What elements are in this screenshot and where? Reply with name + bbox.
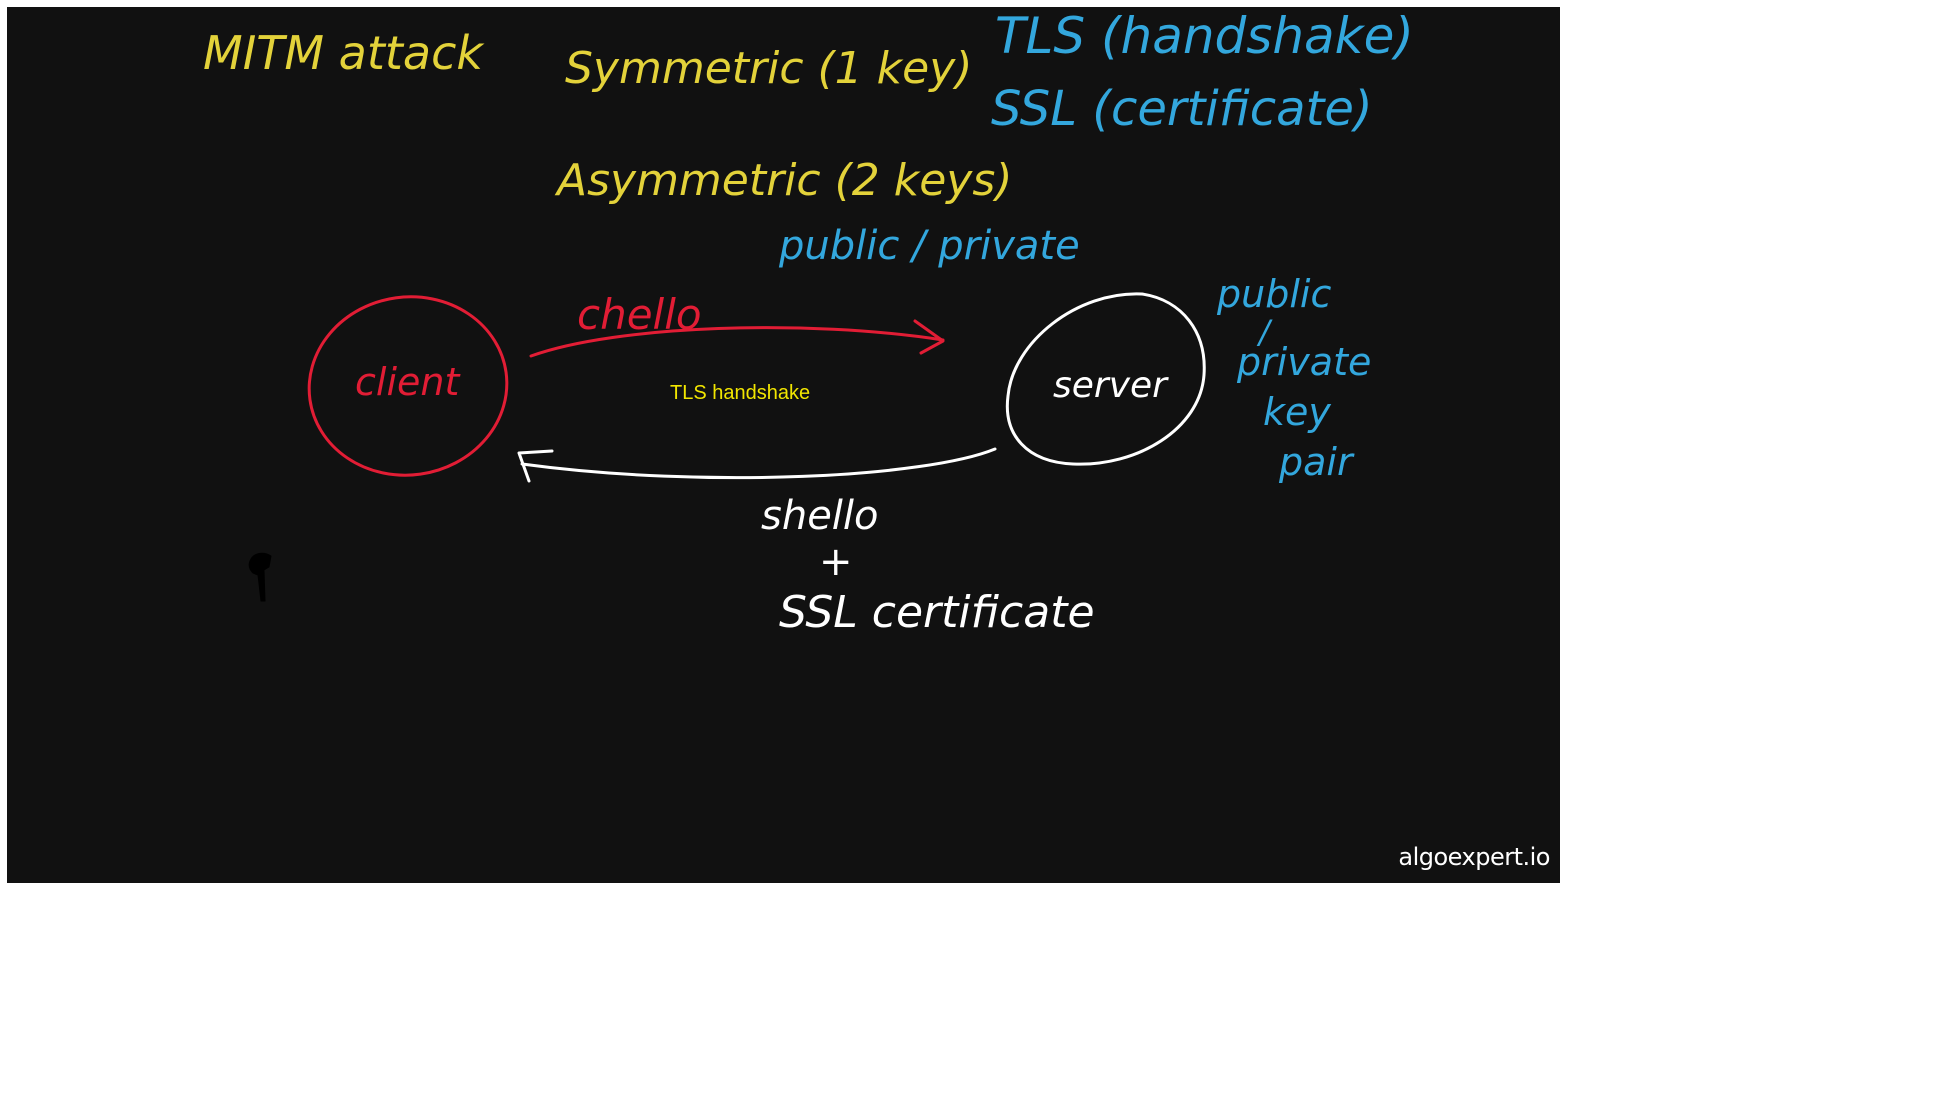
diagram-svg: MITM attack Symmetric (1 key) Asymmetric… — [203, 7, 1414, 638]
key-pair-private: private — [1236, 340, 1371, 384]
key-pair-public: public — [1216, 272, 1331, 316]
public-private-note: public / private — [778, 223, 1080, 269]
client-hello-label: chello — [577, 290, 702, 339]
client-hello-arrowhead — [913, 319, 945, 355]
server-hello-arrow — [520, 447, 997, 480]
key-pair-pair: pair — [1278, 440, 1355, 484]
key-pair-key: key — [1263, 390, 1331, 434]
tls-handshake-note: TLS (handshake) — [995, 7, 1414, 65]
whiteboard-canvas: MITM attack Symmetric (1 key) Asymmetric… — [7, 7, 1560, 883]
plus-sign: + — [819, 539, 853, 585]
server-circle — [1005, 292, 1206, 466]
client-label: client — [355, 360, 461, 404]
server-label: server — [1053, 365, 1169, 406]
server-hello-arrowhead — [517, 449, 554, 483]
pen-cursor-icon — [248, 552, 272, 602]
server-hello-label: shello — [761, 493, 879, 539]
ssl-certificate-label: SSL certificate — [779, 587, 1095, 638]
client-circle — [307, 295, 509, 477]
symmetric-note: Symmetric (1 key) — [565, 43, 972, 94]
tls-handshake-label: TLS handshake — [670, 382, 810, 404]
ssl-certificate-note: SSL (certificate) — [991, 81, 1373, 137]
watermark-logo: algoexpert.io — [1398, 843, 1550, 871]
client-hello-arrow — [529, 326, 945, 358]
key-pair-slash: / — [1256, 313, 1273, 351]
asymmetric-note: Asymmetric (2 keys) — [554, 155, 1012, 206]
mitm-attack-note: MITM attack — [203, 26, 485, 80]
